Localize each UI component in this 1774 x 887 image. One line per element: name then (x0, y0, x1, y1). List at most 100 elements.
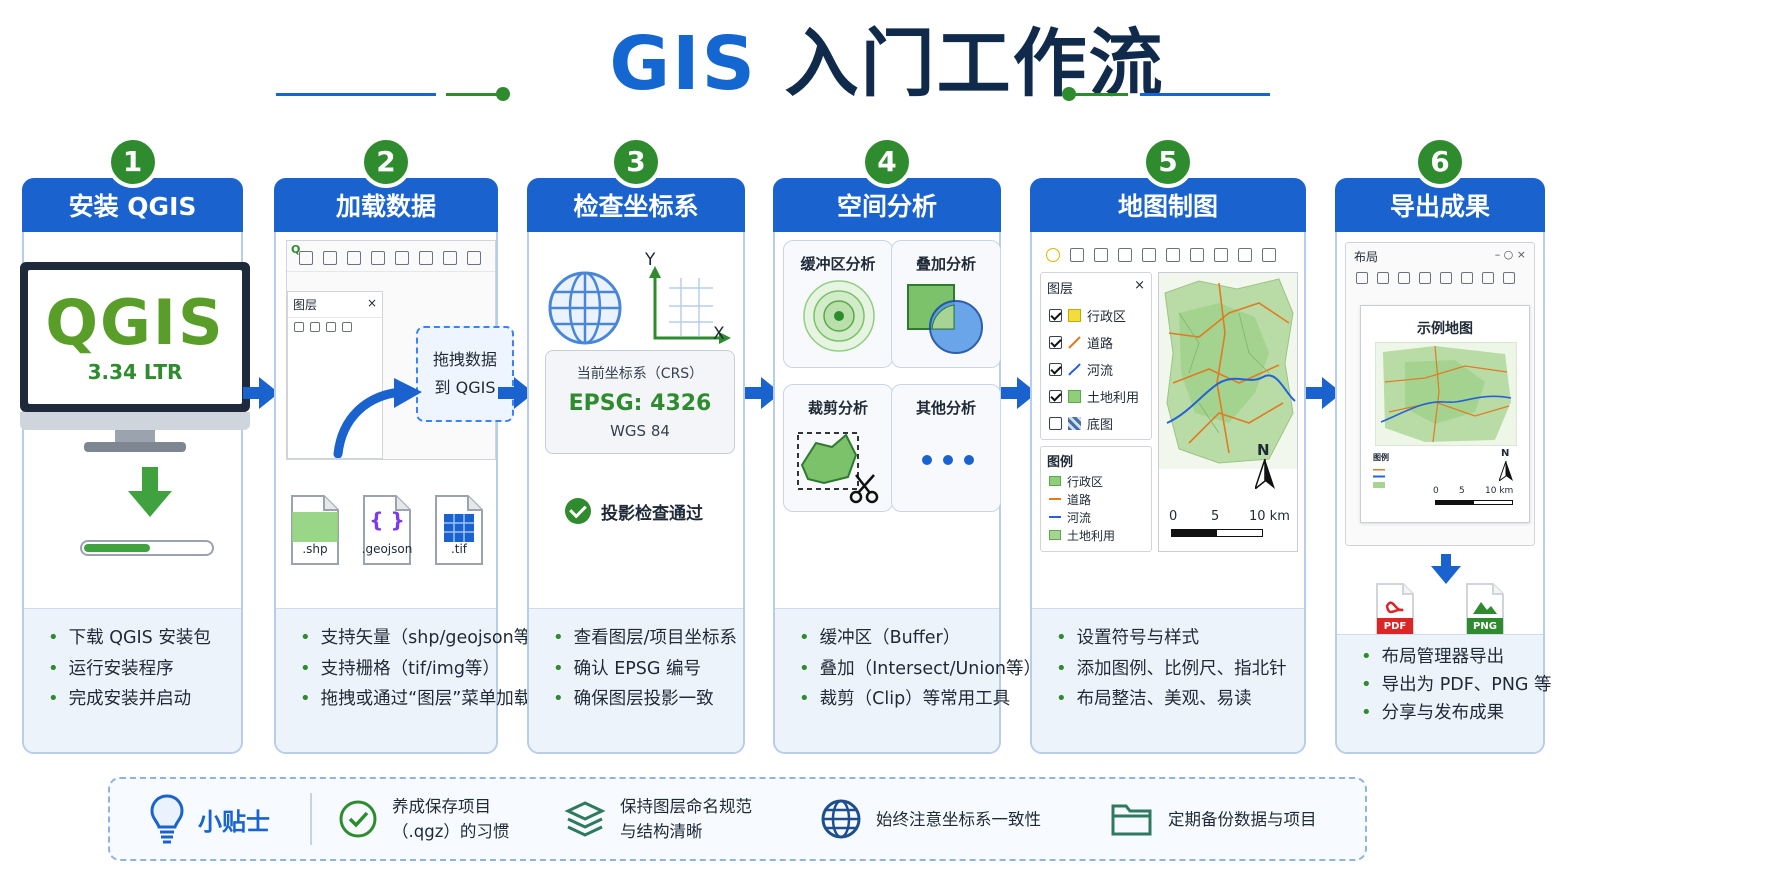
tile-other: 其他分析 (891, 384, 1001, 512)
tile-title: 裁剪分析 (807, 399, 868, 417)
layer-tool-icon[interactable] (294, 322, 304, 332)
layer-row[interactable]: 河流 (1041, 356, 1151, 383)
attribute-table-icon[interactable] (1166, 248, 1180, 262)
window-controls[interactable]: – ○ × (1494, 248, 1526, 261)
measure-icon[interactable] (467, 250, 481, 265)
crs-info-box: 当前坐标系（CRS） EPSG: 4326 WGS 84 (545, 350, 735, 454)
flow-arrow-icon (745, 377, 781, 409)
axis-y-label: Y (645, 250, 656, 270)
tif-file-icon (435, 495, 483, 565)
tip-text: 始终注意坐标系一致性 (876, 809, 1041, 829)
north-label: N (1257, 441, 1270, 459)
bullet-item: 运行安装程序 (48, 654, 241, 685)
step-bullets: 支持矢量（shp/geojson等） 支持栅格（tif/img等） 拖拽或通过“… (276, 608, 549, 752)
zoom-in-icon[interactable] (1094, 248, 1108, 262)
bullet-item: 确认 EPSG 编号 (553, 654, 743, 685)
bullet-item: 分享与发布成果 (1361, 699, 1543, 727)
layer-checkbox[interactable] (1049, 336, 1062, 349)
scale-label-0: 0 (1433, 486, 1439, 496)
north-label: N (1501, 448, 1510, 459)
bullet-item: 确保图层投影一致 (553, 684, 743, 715)
shp-file-icon (291, 495, 339, 565)
add-legend-icon[interactable] (1440, 272, 1452, 284)
save-icon[interactable] (347, 250, 361, 265)
buffer-rings-icon (803, 280, 875, 352)
tips-header: 小贴士 (150, 779, 270, 859)
layer-tool-icon[interactable] (310, 322, 320, 332)
select-icon[interactable] (419, 250, 433, 265)
png-file-icon (1466, 583, 1504, 635)
layer-row[interactable]: 土地利用 (1041, 383, 1151, 410)
tile-clip: 裁剪分析 (783, 384, 893, 512)
layer-checkbox[interactable] (1049, 417, 1062, 430)
map-layers-panel: 图层 × 行政区 道路 河流 土地利用 (1040, 272, 1152, 440)
open-project-icon[interactable] (323, 250, 337, 265)
north-arrow-icon (1255, 459, 1275, 489)
layer-checkbox[interactable] (1049, 363, 1062, 376)
tips-title: 小贴士 (198, 807, 270, 836)
add-layer-icon[interactable] (371, 250, 385, 265)
step-card-cartography: 5 地图制图 图层 × 行政区 (1030, 136, 1306, 754)
polygon-symbol-icon (1068, 309, 1081, 322)
layout-window: 布局 – ○ × 示例地图 (1345, 242, 1535, 546)
step-bullets: 设置符号与样式 添加图例、比例尺、指北针 布局整洁、美观、易读 (1032, 608, 1304, 752)
zoom-layer-icon[interactable] (1142, 248, 1156, 262)
bullet-item: 叠加（Intersect/Union等） (799, 654, 1041, 685)
filter-icon[interactable] (326, 322, 336, 332)
lightbulb-icon (150, 794, 184, 844)
print-icon[interactable] (1503, 272, 1515, 284)
map-title: 示例地图 (1417, 321, 1473, 337)
title-deco-line (276, 93, 436, 96)
identify-icon[interactable] (443, 250, 457, 265)
crs-label: 当前坐标系（CRS） (576, 366, 704, 382)
layer-name: 道路 (1087, 337, 1114, 352)
drag-curve-arrow-icon (333, 378, 422, 458)
drag-drop-hint: 拖拽数据 到 QGIS (416, 326, 514, 422)
map-canvas[interactable]: N 0 5 10 km (1158, 272, 1298, 552)
qgis-version: 3.34 LTR (87, 360, 183, 384)
export-image-icon[interactable] (1461, 272, 1473, 284)
download-progress-bar (80, 540, 214, 556)
pan-icon[interactable] (299, 250, 313, 265)
bullet-item: 支持栅格（tif/img等） (300, 654, 500, 685)
pan-icon[interactable] (1070, 248, 1084, 262)
step-card-install: 1 安装 QGIS QGIS 3.34 LTR 下载 QGIS 安装包 运行安装… (20, 136, 250, 754)
close-icon[interactable]: × (366, 296, 377, 310)
select-icon[interactable] (1190, 248, 1204, 262)
style-icon[interactable] (1262, 248, 1276, 262)
new-layout-icon[interactable] (1356, 272, 1368, 284)
save-icon[interactable] (1377, 272, 1389, 284)
layout-icon[interactable] (1214, 248, 1228, 262)
geojson-file-icon (363, 495, 411, 565)
layer-row[interactable]: 道路 (1041, 329, 1151, 356)
scale-label-10: 10 km (1485, 486, 1514, 496)
bullet-item: 完成安装并启动 (48, 684, 241, 715)
pdf-file-icon (1376, 583, 1414, 635)
monitor-screen: QGIS 3.34 LTR (20, 262, 250, 412)
close-icon[interactable]: × (1134, 278, 1145, 293)
layer-row[interactable]: 行政区 (1041, 302, 1151, 329)
zoom-icon[interactable] (395, 250, 409, 265)
zoom-out-icon[interactable] (1118, 248, 1132, 262)
layer-checkbox[interactable] (1049, 390, 1062, 403)
scale-label-0: 0 (1169, 509, 1178, 524)
globe-icon (821, 799, 861, 839)
title-deco-line (446, 93, 502, 96)
progress-fill (84, 544, 150, 552)
step-card-analysis: 4 空间分析 缓冲区分析 叠加分析 裁剪分析 (773, 136, 1041, 754)
duplicate-icon[interactable] (1398, 272, 1410, 284)
bullet-item: 裁剪（Clip）等常用工具 (799, 684, 1011, 715)
crs-name: WGS 84 (610, 422, 670, 440)
map-toolbar (1040, 242, 1296, 268)
print-icon[interactable] (1238, 248, 1252, 262)
layer-checkbox[interactable] (1049, 309, 1062, 322)
step-illustration: 缓冲区分析 叠加分析 裁剪分析 (775, 232, 1001, 610)
add-map-icon[interactable] (1419, 272, 1431, 284)
layer-tool-icon[interactable] (342, 322, 352, 332)
step-title: 安装 QGIS (22, 178, 243, 232)
export-pdf-icon[interactable] (1482, 272, 1494, 284)
mini-map-graphic (1375, 342, 1517, 446)
river-symbol-icon (1068, 363, 1081, 376)
qgis-app-icon[interactable] (1046, 248, 1060, 262)
layer-row[interactable]: 底图 (1041, 410, 1151, 437)
